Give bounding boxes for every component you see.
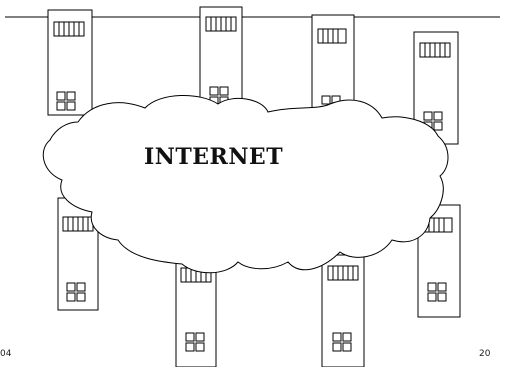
footer-left-label: 04	[0, 349, 12, 359]
building-top-1	[48, 10, 92, 115]
building-bottom-3	[322, 255, 364, 367]
building-top-2	[200, 7, 242, 112]
cloud-label: INTERNET	[144, 144, 314, 170]
footer-right-label: 20	[479, 349, 491, 359]
internet-cloud-icon	[43, 95, 448, 272]
